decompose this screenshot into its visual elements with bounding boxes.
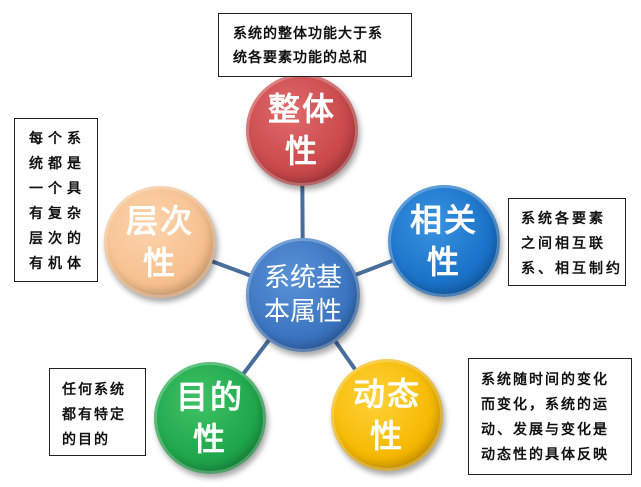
description-line: 层次的 (29, 231, 86, 247)
description-line: 系统各要素 (521, 211, 606, 227)
description-correlation: 系统各要素 之间相互联 系、相互制约 (508, 198, 626, 286)
node-label: 性 (192, 420, 227, 458)
node-label: 性 (142, 244, 177, 282)
node-label: 相关 (409, 201, 478, 239)
description-line: 的目的 (62, 432, 110, 448)
node-label: 层次 (125, 202, 194, 240)
description-line: 每个系 (29, 131, 86, 147)
node-label: 性 (426, 243, 461, 281)
node-hierarchy: 层次 性 (104, 186, 216, 298)
node-label: 动态 (352, 375, 421, 413)
node-purpose: 目的 性 (154, 362, 266, 474)
node-label: 性 (284, 132, 319, 170)
description-line: 动、发展与变化是 (481, 422, 609, 438)
description-purpose: 任何系统 都有特定 的目的 (49, 368, 146, 456)
description-line: 都有特定 (62, 407, 126, 423)
node-label: 目的 (175, 378, 244, 416)
description-line: 一个具 (29, 181, 86, 197)
description-hierarchy: 每个系 统都是 一个具 有复杂 层次的 有机体 (14, 118, 98, 282)
description-dynamics: 系统随时间的变化 而变化，系统的运 动、发展与变化是 动态性的具体反映 (468, 358, 632, 475)
description-wholeness: 系统的整体功能大于系 统各要素功能的总和 (218, 13, 412, 77)
center-label: 系统基 (263, 263, 342, 293)
node-label: 性 (369, 417, 404, 455)
description-line: 系、相互制约 (521, 261, 623, 277)
center-node: 系统基 本属性 (246, 238, 360, 352)
node-label: 整体 (267, 90, 336, 128)
description-line: 任何系统 (62, 382, 126, 398)
description-line: 统各要素功能的总和 (233, 50, 368, 66)
description-line: 有机体 (29, 256, 86, 272)
description-line: 有复杂 (29, 206, 86, 222)
node-correlation: 相关 性 (388, 185, 500, 297)
description-line: 动态性的具体反映 (481, 447, 609, 463)
description-line: 统都是 (29, 156, 86, 172)
node-wholeness: 整体 性 (246, 74, 358, 186)
description-line: 而变化，系统的运 (481, 397, 609, 413)
node-dynamics: 动态 性 (331, 359, 443, 471)
description-line: 系统随时间的变化 (481, 372, 609, 388)
center-label: 本属性 (263, 297, 342, 327)
description-line: 系统的整体功能大于系 (233, 26, 383, 42)
description-line: 之间相互联 (521, 236, 606, 252)
